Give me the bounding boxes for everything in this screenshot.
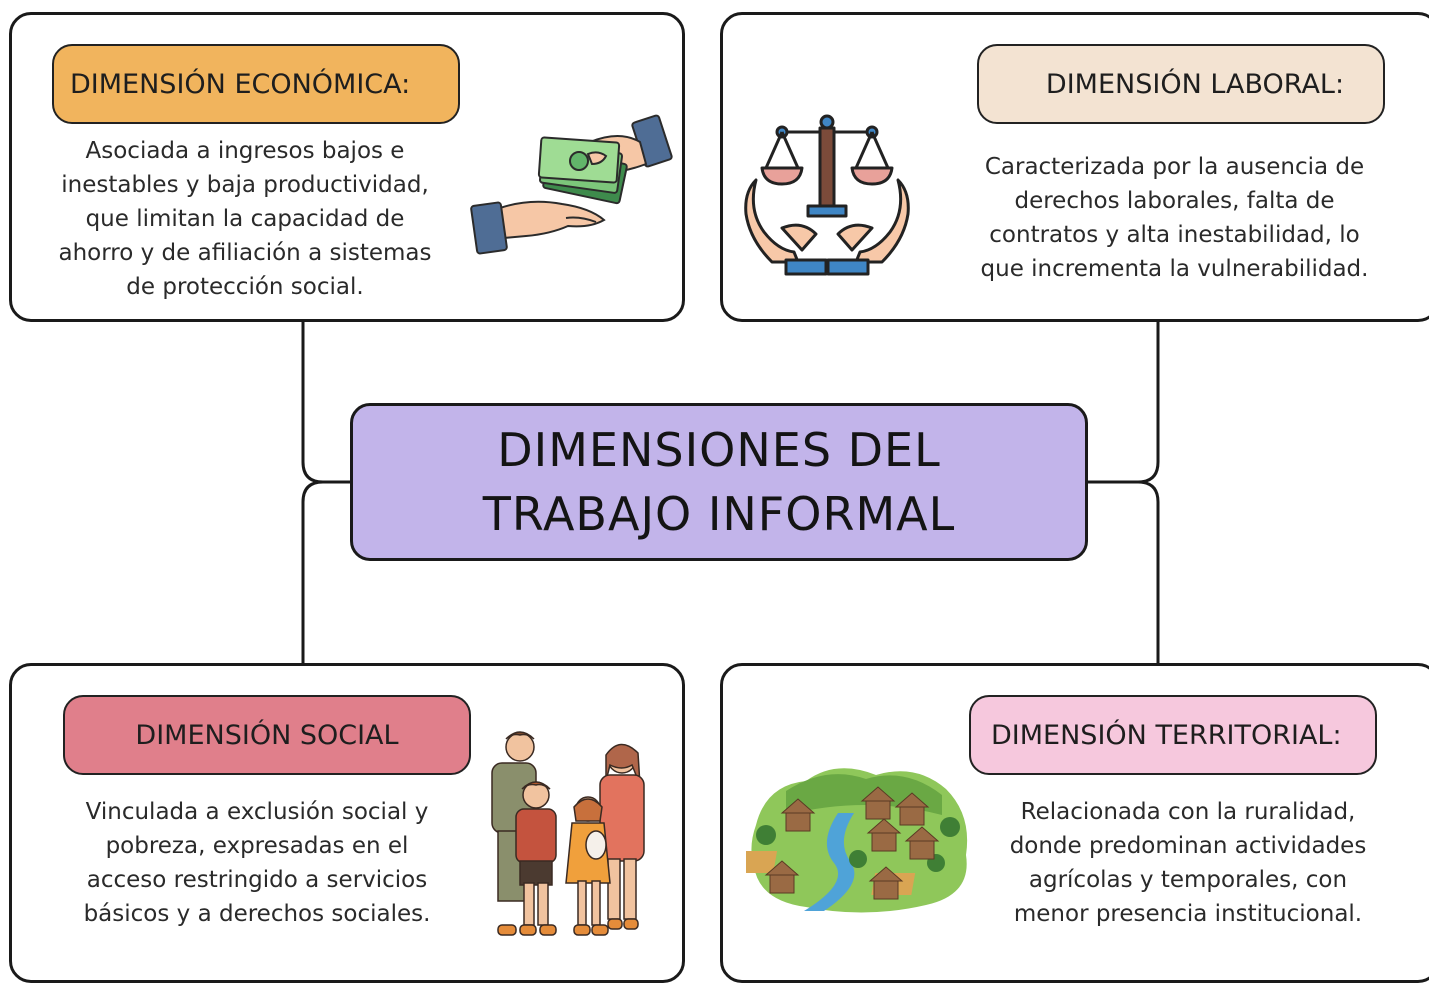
desc-line: que incrementa la vulnerabilidad. <box>980 256 1369 282</box>
desc-line: ahorro y de afiliación a sistemas <box>58 240 432 266</box>
desc-line: básicos y a derechos sociales. <box>83 901 431 927</box>
desc-line: de protección social. <box>126 274 364 300</box>
desc-line: Caracterizada por la ausencia de <box>984 154 1365 180</box>
territorial-title: DIMENSIÓN TERRITORIAL: <box>969 695 1377 775</box>
laboral-description: Caracterizada por la ausencia de derecho… <box>952 150 1397 286</box>
laboral-title: DIMENSIÓN LABORAL: <box>977 44 1385 124</box>
desc-line: Relacionada con la ruralidad, <box>1020 799 1356 825</box>
justice-scale-hands-icon <box>744 114 910 276</box>
desc-line: contratos y alta inestabilidad, lo <box>989 222 1360 248</box>
desc-line: Asociada a ingresos bajos e <box>85 138 405 164</box>
desc-line: inestables y baja productividad, <box>61 172 429 198</box>
money-hands-icon <box>470 114 673 255</box>
family-icon <box>491 731 645 936</box>
desc-line: agrícolas y temporales, con <box>1028 867 1348 893</box>
economica-title: DIMENSIÓN ECONÓMICA: <box>52 44 460 124</box>
desc-line: pobreza, expresadas en el <box>105 833 409 859</box>
rural-village-icon <box>746 768 968 913</box>
economica-description: Asociada a ingresos bajos e inestables y… <box>30 134 460 304</box>
central-title-line: TRABAJO INFORMAL <box>482 487 956 541</box>
desc-line: menor presencia institucional. <box>1013 901 1363 927</box>
desc-line: que limitan la capacidad de <box>85 206 405 232</box>
central-title-line: DIMENSIONES DEL <box>497 423 941 477</box>
social-title: DIMENSIÓN SOCIAL <box>63 695 471 775</box>
desc-line: donde predominan actividades <box>1009 833 1367 859</box>
desc-line: Vinculada a exclusión social y <box>85 799 429 825</box>
desc-line: derechos laborales, falta de <box>1014 188 1335 214</box>
social-description: Vinculada a exclusión social y pobreza, … <box>48 795 466 931</box>
territorial-description: Relacionada con la ruralidad, donde pred… <box>978 795 1398 931</box>
desc-line: acceso restringido a servicios <box>86 867 428 893</box>
central-topic: DIMENSIONES DEL TRABAJO INFORMAL <box>350 403 1088 561</box>
